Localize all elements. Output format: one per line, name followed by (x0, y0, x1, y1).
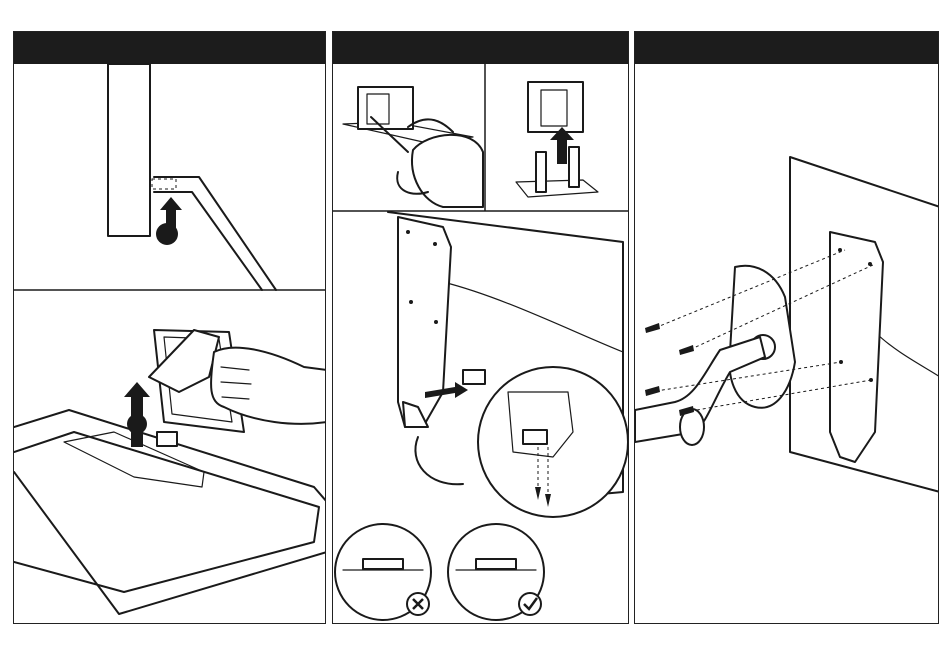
screw-b (679, 345, 694, 355)
step-dot-icon-2 (127, 414, 147, 434)
screw-a (645, 323, 660, 333)
vertical-post (108, 64, 150, 236)
panel-1-illustration (14, 32, 326, 624)
plate-hole-3 (409, 300, 413, 304)
base-bottom-edge (14, 472, 326, 614)
panel-1 (13, 31, 326, 624)
clip-base-2 (516, 180, 598, 197)
clip-post-right (569, 147, 579, 187)
curved-arrow (415, 437, 463, 484)
base-clip (157, 432, 177, 446)
clip-block (358, 87, 413, 129)
plate-hole-4 (434, 320, 438, 324)
vesa-plate (398, 217, 451, 427)
hand-with-screwdriver (412, 135, 483, 207)
base-top-edge (14, 410, 326, 502)
plate-hole-2 (433, 242, 437, 246)
monitor-slot-clip (463, 370, 485, 384)
panel-2-illustration (333, 32, 629, 624)
zoom-clip (523, 430, 547, 444)
zoom-detail-circle (478, 367, 628, 517)
hidden-clip (152, 179, 176, 189)
monitor-shading (443, 282, 623, 352)
clip-post-left (536, 152, 546, 192)
panel-3-illustration (635, 32, 939, 624)
panel-2 (332, 31, 629, 624)
vesa-plate-3 (830, 232, 883, 462)
correct-icon (519, 593, 541, 615)
screw-c (645, 386, 660, 396)
incorrect-clip (363, 559, 403, 569)
panel-3 (634, 31, 939, 624)
correct-clip (476, 559, 516, 569)
plate-hole-1 (406, 230, 410, 234)
step-dot-icon (156, 223, 178, 245)
